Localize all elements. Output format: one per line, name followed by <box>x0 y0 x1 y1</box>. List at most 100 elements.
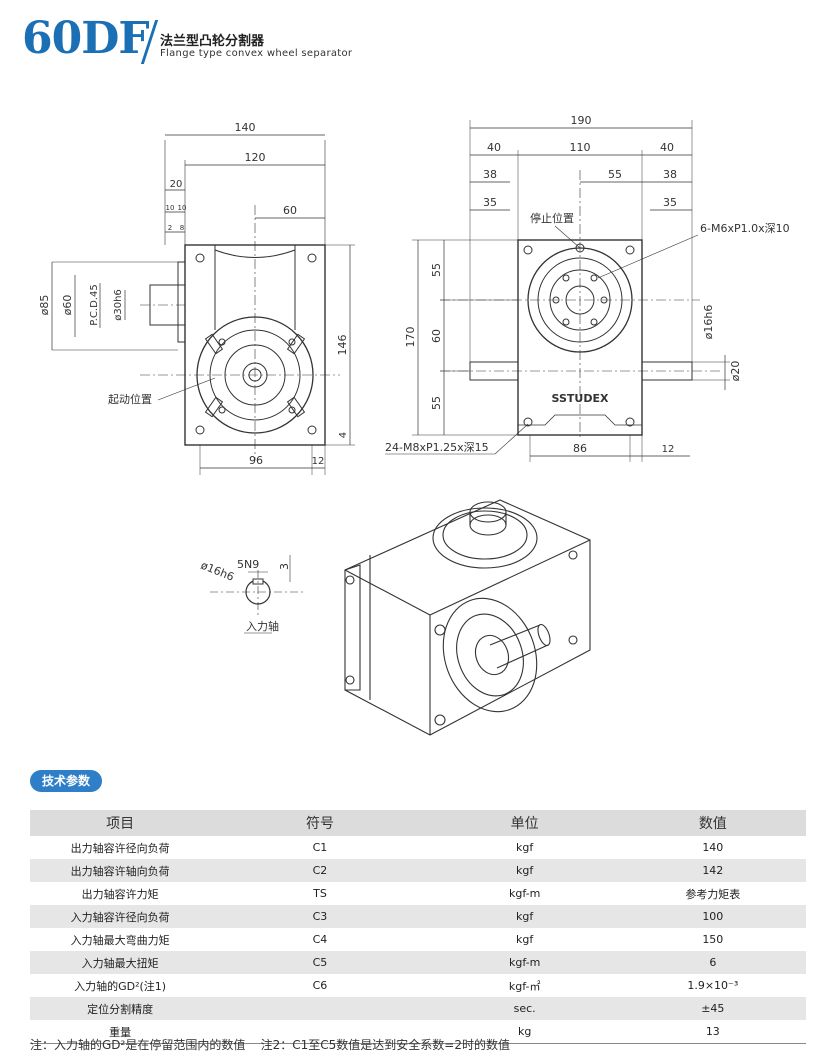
table-row: 定位分割精度 sec. ±45 <box>30 997 806 1020</box>
cell-item: 出力轴容许径向负荷 <box>70 841 170 855</box>
cell-unit: kgf-㎡ <box>508 979 541 993</box>
header-symbol: 符号 <box>210 810 430 836</box>
dim-10b: 10 <box>178 204 187 212</box>
technical-drawing: 140 120 20 10 10 2 8 60 ø85 ø60 P.C.D.45… <box>38 114 790 736</box>
cell-value: 140 <box>702 841 724 854</box>
dim-dia16h6-right: ø16h6 <box>702 305 715 340</box>
dim-dia20: ø20 <box>729 361 742 382</box>
cell-unit: kgf <box>429 859 620 882</box>
label-bottom-holes: 24-M8xP1.25x深15 <box>385 441 489 454</box>
header-value: 数值 <box>619 810 806 836</box>
shaft-diameter: ø16h6 <box>199 559 236 584</box>
cell-item: 重量 <box>30 1020 211 1044</box>
cell-symbol: C5 <box>210 951 430 974</box>
label-start-position: 起动位置 <box>108 392 152 406</box>
dim-35a: 35 <box>483 196 497 209</box>
dim-8: 8 <box>180 224 184 232</box>
header-item: 项目 <box>30 810 211 836</box>
dim-86: 86 <box>573 442 587 455</box>
cell-value: 13 <box>619 1020 806 1044</box>
dim-170: 170 <box>404 327 417 348</box>
cell-value: 100 <box>619 905 806 928</box>
dim-pcd45: P.C.D.45 <box>89 284 100 325</box>
footnote: 注：入力轴的GD²是在停留范围内的数值 注2：C1至C5数值是达到安全系数=2时… <box>30 1038 510 1052</box>
table-row: 入力轴最大弯曲力矩 C4 kgf 150 <box>30 928 806 951</box>
dim-2: 2 <box>168 224 172 232</box>
cell-symbol <box>210 997 430 1020</box>
header: 60DF 法兰型凸轮分割器 Flange type convex wheel s… <box>0 0 838 80</box>
cell-item: 出力轴容许力矩 <box>81 887 159 901</box>
spec-table: 项目 符号 单位 数值 出力轴容许径向负荷 C1 kgf 140 出力轴容许轴向… <box>30 810 806 1044</box>
cell-unit: kg <box>429 1020 620 1044</box>
title-english: Flange type convex wheel separator <box>160 48 353 59</box>
dim-60: 60 <box>283 204 297 217</box>
table-row: 出力轴容许轴向负荷 C2 kgf 142 <box>30 859 806 882</box>
specs-badge: 技术参数 <box>30 770 102 792</box>
dim-dia60: ø60 <box>61 295 74 316</box>
dim-140: 140 <box>235 121 256 134</box>
cell-unit: kgf <box>516 841 534 854</box>
dim-12-right: 12 <box>662 444 675 455</box>
left-view: 140 120 20 10 10 2 8 60 ø85 ø60 P.C.D.45… <box>38 121 355 475</box>
dim-35b: 35 <box>663 196 677 209</box>
cell-unit: kgf-m <box>509 887 541 900</box>
dim-40b: 40 <box>660 141 674 154</box>
cell-symbol: C3 <box>210 905 430 928</box>
cell-value: 6 <box>619 951 806 974</box>
dim-146: 146 <box>336 335 349 356</box>
cell-item: 入力轴最大扭矩 <box>30 951 211 974</box>
cell-item: 定位分割精度 <box>30 997 211 1020</box>
isometric-view <box>344 499 591 736</box>
spec-header-row: 项目 符号 单位 数值 <box>30 810 806 836</box>
label-top-holes: 6-M6xP1.0x深10 <box>700 222 790 235</box>
dim-120: 120 <box>245 151 266 164</box>
dim-55-upper: 55 <box>430 263 443 277</box>
dim-12-left: 12 <box>312 456 325 467</box>
right-view: 190 40 110 40 38 55 38 35 35 停止位置 6-M6xP… <box>385 114 790 462</box>
dim-190: 190 <box>571 114 592 127</box>
dim-38b: 38 <box>663 168 677 181</box>
dim-4: 4 <box>338 432 349 438</box>
label-stop-position: 停止位置 <box>530 211 574 225</box>
dim-55-top: 55 <box>608 168 622 181</box>
header-unit: 单位 <box>429 810 620 836</box>
table-row: 入力轴容许径向负荷 C3 kgf 100 <box>30 905 806 928</box>
title-chinese: 法兰型凸轮分割器 <box>160 34 265 49</box>
cell-symbol: C6 <box>312 979 328 992</box>
dim-20: 20 <box>170 179 183 190</box>
model-number: 60DF <box>22 13 150 64</box>
shaft-key: 5N9 <box>237 558 259 571</box>
table-row: 出力轴容许径向负荷 C1 kgf 140 <box>30 836 806 859</box>
dim-55-lower: 55 <box>430 396 443 410</box>
cell-item: 入力轴最大弯曲力矩 <box>70 933 170 947</box>
shaft-detail: ø16h6 5N9 3 入力轴 <box>199 555 305 634</box>
cell-symbol: C1 <box>312 841 328 854</box>
dim-10a: 10 <box>166 204 175 212</box>
dim-40a: 40 <box>487 141 501 154</box>
table-row: 入力轴的GD²(注1) C6 kgf-㎡ 1.9×10⁻³ <box>30 974 806 997</box>
cell-unit: sec. <box>429 997 620 1020</box>
cell-item: 出力轴容许轴向负荷 <box>30 859 211 882</box>
dim-60-right: 60 <box>430 329 443 343</box>
dim-96: 96 <box>249 454 263 467</box>
cell-value: 142 <box>619 859 806 882</box>
dim-38a: 38 <box>483 168 497 181</box>
cell-value: 150 <box>702 933 724 946</box>
table-row: 出力轴容许力矩 TS kgf-m 参考力矩表 <box>30 882 806 905</box>
table-row: 重量 kg 13 <box>30 1020 806 1044</box>
label-input-shaft: 入力轴 <box>246 619 279 633</box>
cell-unit: kgf <box>516 933 534 946</box>
cell-unit: kgf <box>429 905 620 928</box>
cell-symbol: C2 <box>210 859 430 882</box>
cell-item: 入力轴容许径向负荷 <box>30 905 211 928</box>
cell-symbol: C4 <box>312 933 328 946</box>
dim-dia85: ø85 <box>38 295 51 316</box>
cell-value: 参考力矩表 <box>685 887 741 901</box>
cell-value: 1.9×10⁻³ <box>687 979 739 992</box>
brand-mark: SSTUDEX <box>552 392 609 405</box>
dim-110: 110 <box>570 141 591 154</box>
cell-unit: kgf-m <box>429 951 620 974</box>
shaft-key-depth: 3 <box>278 563 291 570</box>
table-row: 入力轴最大扭矩 C5 kgf-m 6 <box>30 951 806 974</box>
cell-symbol <box>210 1020 430 1044</box>
